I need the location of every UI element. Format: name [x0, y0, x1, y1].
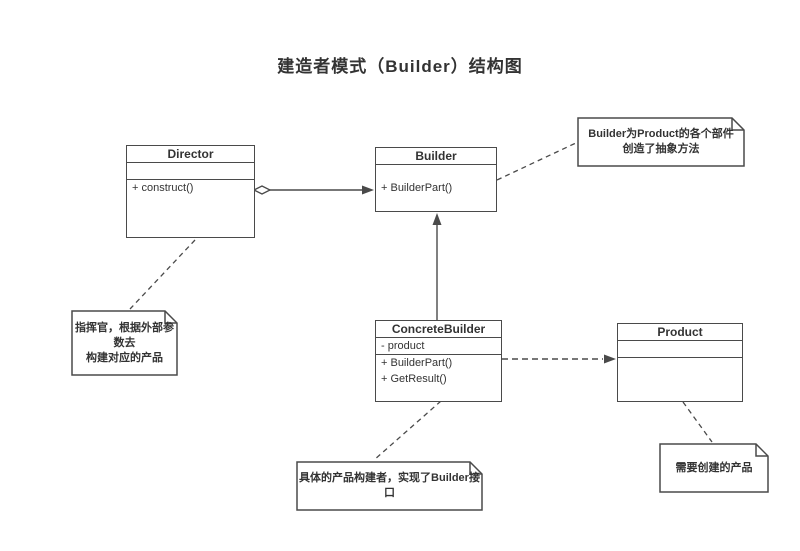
note-shape-product: [659, 443, 769, 493]
note-anchor-builder: [496, 141, 579, 181]
method-builderpart: + BuilderPart(): [381, 182, 453, 194]
note-builder-line2: 创造了抽象方法: [622, 143, 700, 155]
note-anchor-product: [682, 401, 713, 443]
class-director-name: Director: [127, 146, 254, 163]
note-fold-icon: [469, 462, 482, 475]
class-director: Director + construct(): [126, 145, 255, 238]
class-builder-name: Builder: [376, 148, 496, 165]
aggregation-connector-director-builder: [252, 185, 374, 195]
note-product-line1: 需要创建的产品: [675, 461, 753, 474]
class-concrete-builder-attributes: - product: [376, 338, 501, 355]
class-product-name: Product: [618, 324, 742, 341]
class-builder: Builder + BuilderPart(): [375, 147, 497, 212]
aggregation-diamond: [252, 185, 272, 195]
class-product-attributes: [618, 341, 742, 358]
note-anchor-director: [129, 239, 196, 310]
note-director: 指挥官，根据外部参数去 构建对应的产品: [72, 311, 177, 375]
note-director-line1: 指挥官，根据外部参数去: [75, 321, 174, 349]
class-director-attributes: [127, 163, 254, 180]
diagram-title: 建造者模式（Builder）结构图: [277, 57, 523, 76]
class-concrete-builder-methods: + BuilderPart() + GetResult(): [376, 355, 501, 401]
arrowhead-into-builder: [362, 185, 374, 195]
note-builder-line1: Builder为Product的各个部件: [588, 128, 734, 140]
note-director-line2: 构建对应的产品: [86, 351, 163, 364]
class-director-methods: + construct(): [127, 180, 254, 237]
note-shape-director: [71, 310, 178, 376]
class-product: Product: [617, 323, 743, 402]
note-builder: Builder为Product的各个部件 创造了抽象方法: [578, 118, 744, 166]
method-construct: + construct(): [132, 182, 194, 194]
attribute-product: - product: [381, 340, 425, 352]
note-product: 需要创建的产品: [660, 444, 768, 492]
note-fold-icon: [731, 118, 744, 131]
arrowhead-up-into-builder: [432, 213, 442, 225]
class-concrete-builder: ConcreteBuilder - product + BuilderPart(…: [375, 320, 502, 402]
note-fold-icon: [164, 311, 177, 324]
method-getresult: + GetResult(): [381, 373, 447, 385]
note-shape-builder: [577, 117, 745, 167]
method-builderpart: + BuilderPart(): [381, 357, 453, 369]
generalization-connector-concretebuilder-builder: [432, 213, 442, 320]
class-product-methods: [618, 358, 742, 401]
note-shape-concretebuilder: [296, 461, 483, 511]
dependency-connector-concretebuilder-product: [502, 354, 616, 364]
note-concrete-builder: 具体的产品构建者，实现了Builder接口: [297, 462, 482, 510]
arrowhead-into-product: [604, 354, 616, 364]
note-anchor-concretebuilder: [373, 400, 442, 461]
class-builder-methods: + BuilderPart(): [376, 165, 496, 211]
note-fold-icon: [755, 444, 768, 457]
note-concrete-builder-line1: 具体的产品构建者，实现了Builder接口: [299, 472, 480, 499]
class-concrete-builder-name: ConcreteBuilder: [376, 321, 501, 338]
